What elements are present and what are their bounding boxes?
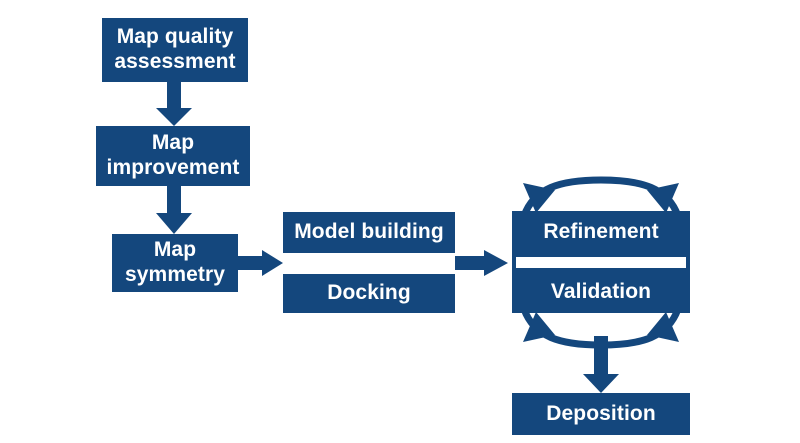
- node-validation[interactable]: Validation: [512, 272, 690, 313]
- node-docking[interactable]: Docking: [283, 274, 455, 313]
- node-model-building[interactable]: Model building: [283, 212, 455, 253]
- arrow-quality-to-improvement: [156, 82, 192, 126]
- node-map-improvement[interactable]: Map improvement: [96, 126, 250, 186]
- arrow-symmetry-to-modeling: [238, 250, 283, 276]
- arc-bottom-cycle: [520, 307, 682, 349]
- arrow-modeling-to-refinement: [455, 250, 508, 276]
- arrow-cycle-to-deposition: [583, 336, 619, 393]
- node-refinement[interactable]: Refinement: [512, 211, 690, 253]
- cycle-connector-band: [512, 253, 690, 272]
- node-map-quality-assessment[interactable]: Map quality assessment: [102, 18, 248, 82]
- node-deposition[interactable]: Deposition: [512, 393, 690, 435]
- node-map-symmetry[interactable]: Map symmetry: [112, 234, 238, 292]
- arrow-improvement-to-symmetry: [156, 186, 192, 234]
